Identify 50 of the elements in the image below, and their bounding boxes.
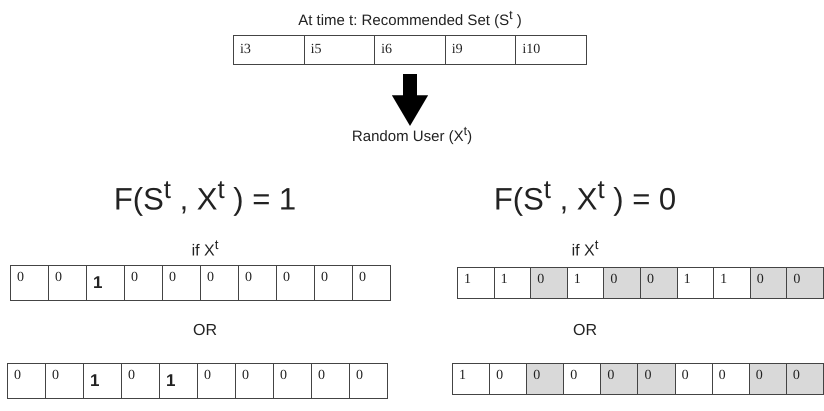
formula-heading: F(S$^{t}$ , X$^{t}$ ) = 1	[112, 176, 298, 218]
table-cell: 1	[84, 364, 122, 398]
table-cell: i10	[516, 36, 586, 64]
table-cell: 1	[458, 268, 494, 298]
table-cell: 0	[749, 364, 786, 394]
table-cell: 0	[276, 266, 314, 300]
table-cell: i9	[445, 36, 516, 64]
table-cell: 0	[8, 364, 46, 398]
table-cell: 0	[314, 266, 352, 300]
table-cell: 0	[236, 364, 274, 398]
table-cell: 0	[48, 266, 86, 300]
table-cell: 1	[677, 268, 714, 298]
table-cell: 0	[750, 268, 787, 298]
table-cell: 0	[600, 364, 638, 394]
or-label: OR	[572, 322, 598, 340]
table-cell: 1	[714, 268, 750, 298]
table-cell: i3	[234, 36, 304, 64]
table-cell: 0	[312, 364, 350, 398]
condition-label: if X$^{t}$	[190, 237, 220, 260]
table-cell: 0	[640, 268, 678, 298]
or-label: OR	[192, 322, 218, 340]
table-cell: 0	[10, 266, 48, 300]
table-cell: 0	[274, 364, 312, 398]
table-cell: 0	[638, 364, 676, 394]
table-cell: 0	[200, 266, 238, 300]
table-cell: 0	[352, 266, 390, 300]
table-cell: 0	[712, 364, 750, 394]
table-cell: 1	[86, 266, 124, 300]
table-cell: 0	[238, 266, 276, 300]
table-cell: 0	[526, 364, 564, 394]
node-text: Random User (X$^{t}$)	[350, 124, 474, 145]
table-cell: 0	[675, 364, 712, 394]
arrow	[392, 74, 428, 126]
table-cell: 0	[530, 268, 568, 298]
table-cell: 1	[452, 364, 490, 394]
table-cell: 0	[786, 364, 824, 394]
table-cell: 0	[162, 266, 200, 300]
set-heading: At time t: Recommended Set (S$^{t}$ )	[297, 8, 523, 29]
table-cell: 0	[124, 266, 162, 300]
table-cell: 0	[350, 364, 388, 398]
table-cell: 0	[198, 364, 236, 398]
table-cell: 0	[122, 364, 160, 398]
table-cell: 1	[160, 364, 198, 398]
table-cell: i5	[304, 36, 375, 64]
table-cell: i6	[374, 36, 446, 64]
table-cell: 0	[46, 364, 84, 398]
condition-label: if X$^{t}$	[570, 237, 600, 260]
formula-heading: F(S$^{t}$ , X$^{t}$ ) = 0	[492, 176, 678, 218]
table-cell: 0	[786, 268, 824, 298]
table-cell: 0	[604, 268, 640, 298]
